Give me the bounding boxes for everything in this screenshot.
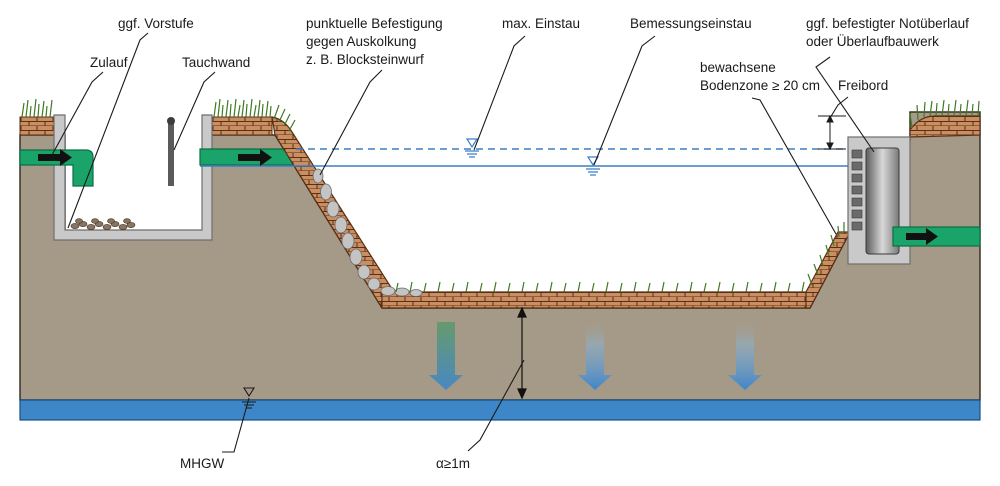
topsoil-left [19, 116, 55, 136]
label-mhgw: MHGW [180, 456, 224, 471]
label-vorstufe: ggf. Vorstufe [118, 16, 194, 31]
label-bodenzone-line1: bewachsene [700, 60, 776, 75]
label-bodenzone-line2: Bodenzone ≥ 20 cm [700, 78, 820, 93]
leader-lines [51, 32, 875, 453]
label-bemessungseinstau: Bemessungseinstau [630, 16, 752, 31]
water-level-triangle-icon [465, 138, 479, 158]
label-zulauf: Zulauf [90, 55, 128, 70]
label-befestigung-line2: gegen Auskolkung [306, 34, 416, 49]
gravel-fill [70, 218, 136, 230]
infiltration-arrow-icon [728, 318, 762, 390]
overflow-grate [851, 149, 863, 231]
label-tauchwand: Tauchwand [182, 55, 250, 70]
grass-vegetation [21, 98, 980, 293]
label-freibord: Freibord [838, 78, 888, 93]
label-befestigung-line3: z. B. Blocksteinwurf [306, 52, 424, 67]
label-notueberlauf-line2: oder Überlaufbauwerk [806, 34, 939, 49]
label-notueberlauf-line1: ggf. befestigter Notüberlauf [806, 16, 969, 31]
groundwater-distance-dimension [517, 306, 527, 400]
freeboard-dimension [818, 114, 846, 151]
flow-arrow-icon [906, 228, 938, 245]
flow-arrow-icon [238, 149, 272, 166]
baffle-wall [168, 122, 174, 186]
infiltration-arrow-icon [429, 322, 463, 390]
label-befestigung-line1: punktuelle Befestigung [306, 16, 443, 31]
flow-arrow-icon [38, 149, 72, 166]
baffle-handle [167, 117, 175, 125]
water-level-triangle-icon [242, 387, 256, 409]
topsoil-right [909, 115, 981, 138]
rock-armoring [312, 168, 423, 297]
overflow-structure-core [865, 147, 900, 255]
label-max-einstau: max. Einstau [502, 16, 580, 31]
infiltration-arrow-icon [578, 318, 612, 390]
topsoil-middle [211, 116, 273, 136]
basin-bottom-lining [381, 291, 811, 309]
label-abstand: α≥1m [436, 456, 470, 471]
groundwater-layer [19, 399, 981, 421]
